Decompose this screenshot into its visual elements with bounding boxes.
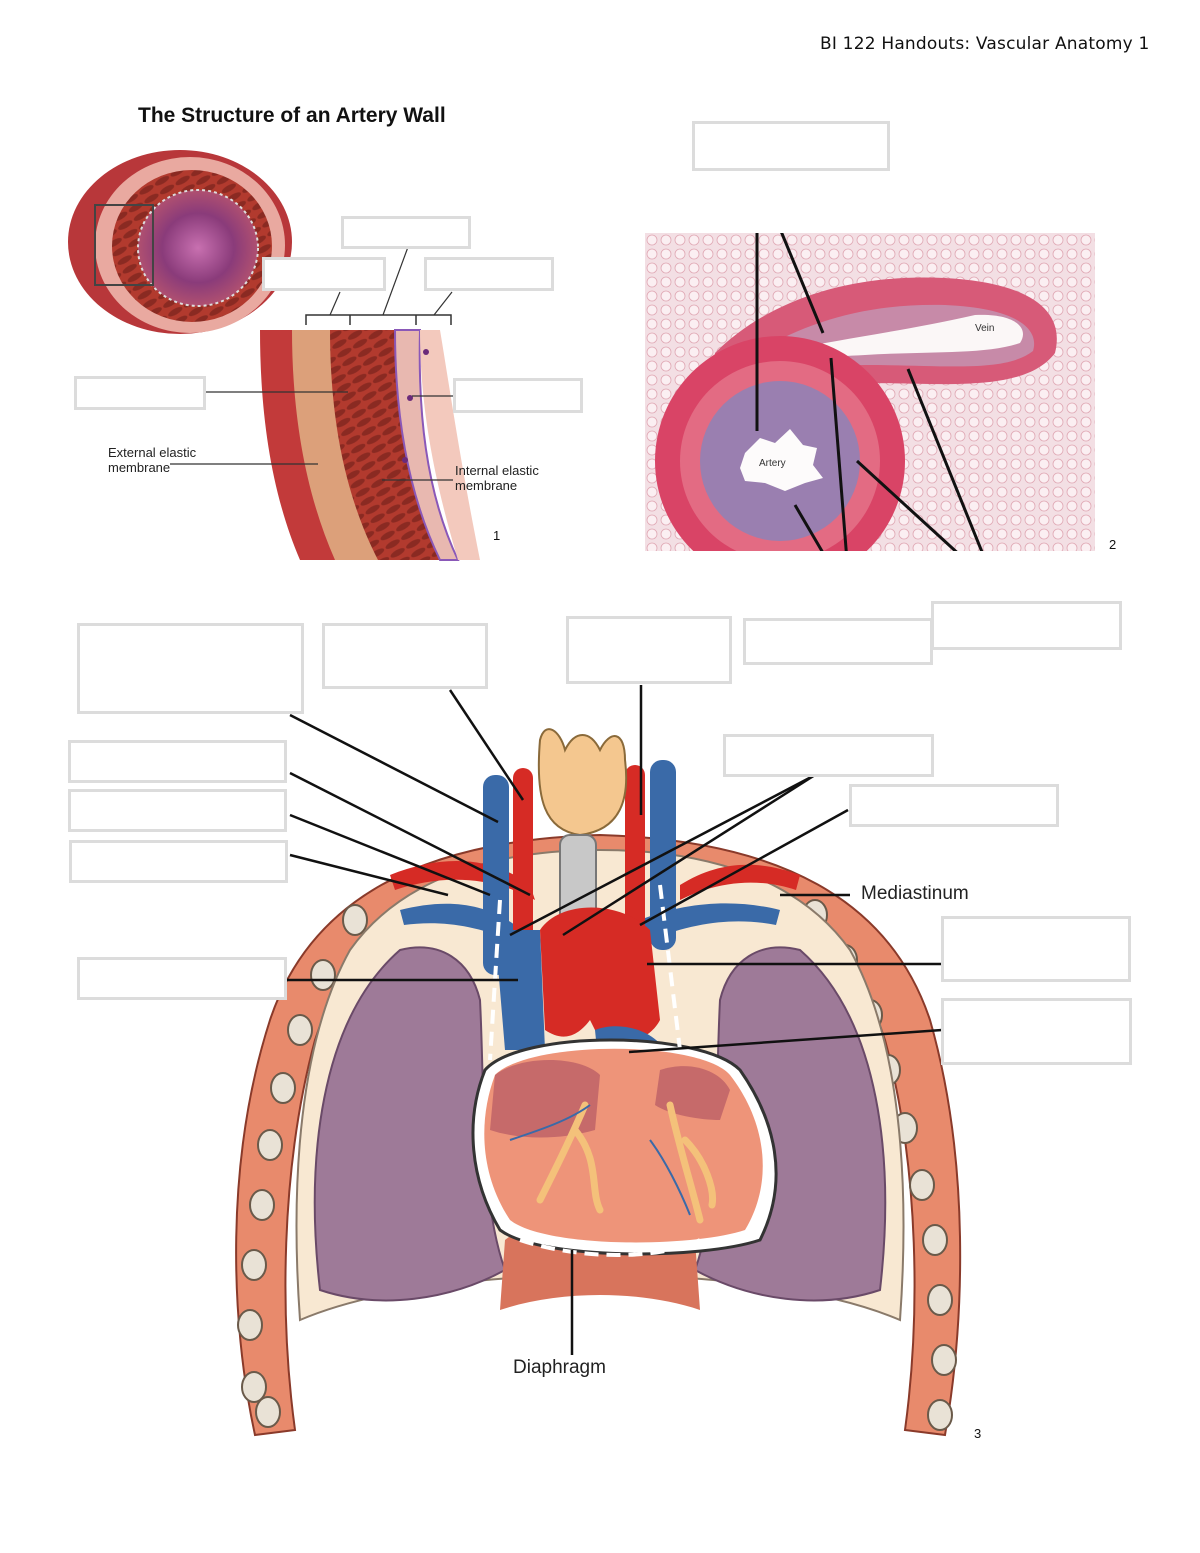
page-header-title: BI 122 Handouts: Vascular Anatomy 1 <box>820 34 1150 54</box>
leader-line <box>433 291 453 316</box>
artery-label: Artery <box>759 458 786 469</box>
coronary-veins <box>509 1104 691 1216</box>
blank-label-box[interactable] <box>743 618 933 665</box>
figure1-number: 1 <box>493 528 501 543</box>
vessel-micrograph <box>645 233 1095 551</box>
blank-label-box[interactable] <box>566 616 732 684</box>
label-line: Internal elastic <box>455 463 539 478</box>
mediastinum-label: Mediastinum <box>861 883 969 904</box>
blank-label-box[interactable] <box>692 121 890 171</box>
thorax-mediastinum-diagram <box>235 685 962 1437</box>
artery-tube-lumen <box>137 189 259 307</box>
wall-lumen-edge <box>420 330 480 560</box>
blank-label-box[interactable] <box>931 601 1122 650</box>
vein-label: Vein <box>975 323 995 334</box>
figure1-title: The Structure of an Artery Wall <box>138 104 446 127</box>
aortic-arch <box>540 907 660 1044</box>
label-line: membrane <box>108 460 171 475</box>
blank-label-box[interactable] <box>723 734 934 777</box>
left-lung <box>313 946 507 1302</box>
blank-label-box[interactable] <box>68 789 287 832</box>
blank-label-box[interactable] <box>322 623 488 689</box>
blank-label-box[interactable] <box>74 376 206 410</box>
artery-wall-illustration <box>68 150 480 561</box>
vein-lumen <box>785 314 1023 357</box>
right-subclavian-vessels <box>680 864 800 900</box>
wall-media-layer <box>330 330 440 560</box>
label-line: membrane <box>455 478 518 493</box>
leader-line <box>382 246 409 316</box>
thyroid-gland <box>537 728 628 837</box>
diaphragm-label: Diaphragm <box>513 1357 606 1378</box>
blank-label-box[interactable] <box>941 998 1132 1065</box>
blank-label-box[interactable] <box>68 740 287 783</box>
figure2-number: 2 <box>1109 537 1117 552</box>
blank-label-box[interactable] <box>77 623 304 714</box>
blank-label-box[interactable] <box>849 784 1059 827</box>
blank-label-box[interactable] <box>77 957 287 1000</box>
leader-line <box>329 291 341 316</box>
micrograph-leader-lines <box>755 233 984 551</box>
right-atrium <box>490 1060 600 1138</box>
coronary-arteries <box>536 1101 717 1224</box>
endothelial-cell <box>423 349 429 355</box>
blank-label-box[interactable] <box>453 378 583 413</box>
blank-label-box[interactable] <box>341 216 471 249</box>
blank-label-box[interactable] <box>262 257 386 291</box>
thorax-leader-lines <box>287 685 943 1355</box>
endothelial-cell <box>407 395 413 401</box>
label-line: External elastic <box>108 445 197 460</box>
layer-bracket <box>305 314 452 325</box>
internal-elastic-membrane-label: Internal elastic membrane <box>455 463 539 493</box>
blank-label-box[interactable] <box>941 916 1131 982</box>
superior-vena-cava <box>495 930 545 1050</box>
right-carotid <box>513 768 533 948</box>
external-elastic-membrane-label: External elastic membrane <box>108 445 196 475</box>
figure3-number: 3 <box>974 1426 982 1441</box>
endothelial-cell <box>402 457 408 463</box>
blank-label-box[interactable] <box>69 840 288 883</box>
zoom-box <box>94 204 154 286</box>
right-jugular-vein <box>483 775 509 975</box>
blank-label-box[interactable] <box>424 257 554 291</box>
artery-lumen <box>740 429 823 491</box>
